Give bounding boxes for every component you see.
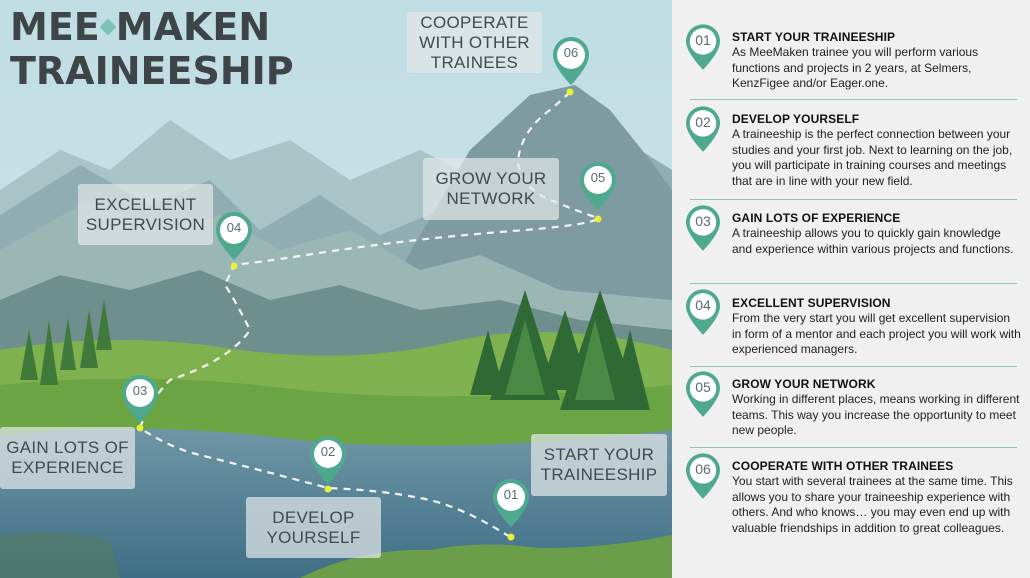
step-title: COOPERATE WITH OTHER TRAINEES [732,459,954,473]
step-title: EXCELLENT SUPERVISION [732,296,891,310]
divider [690,283,1017,284]
pin-number: 01 [503,487,519,502]
diamond-icon [99,18,117,36]
step-number: 06 [695,461,711,477]
step-text: From the very start you will get excelle… [732,311,1021,357]
step-text: A traineeship is the perfect connection … [732,127,1013,188]
step-title: GAIN LOTS OF EXPERIENCE [732,211,901,225]
map-pin-icon: 06 [686,453,720,501]
map-pin-01: 01 [496,481,526,523]
pin-number: 05 [590,170,606,185]
steps-panel: 01 START YOUR TRAINEESHIP As MeeMaken tr… [672,0,1030,578]
pin-number: 04 [226,220,242,235]
step-text: As MeeMaken trainee you will perform var… [732,45,979,91]
map-label-develop: DEVELOP YOURSELF [246,497,381,558]
brand-logo: MEE MAKEN TRAINEESHIP [10,8,294,90]
map-label-supervision: EXCELLENT SUPERVISION [78,184,213,245]
step-number: 05 [695,379,711,395]
map-pin-icon: 04 [686,289,720,337]
step-title: START YOUR TRAINEESHIP [732,30,896,44]
divider [690,99,1017,100]
map-pins [122,37,616,527]
divider [690,366,1017,367]
map-pin-03: 03 [125,377,155,419]
map-pin-icon: 05 [686,371,720,419]
map-label-cooperate: COOPERATE WITH OTHER TRAINEES [407,12,542,73]
step-number: 03 [695,213,711,229]
step-text: You start with several trainees at the s… [732,474,1013,535]
map-label-start: START YOUR TRAINEESHIP [531,434,667,496]
step-number: 04 [695,297,711,313]
step-title: DEVELOP YOURSELF [732,112,860,126]
brand-text-maken: MAKEN [115,5,271,49]
pin-number: 02 [320,444,336,459]
map-pin-icon: 02 [686,106,720,154]
map-pin-05: 05 [583,164,613,206]
map-pin-06: 06 [556,39,586,81]
map-pin-icon: 03 [686,205,720,253]
pin-number: 06 [563,45,579,60]
map-pin-02: 02 [313,438,343,480]
brand-text-mee: MEE [10,5,100,49]
divider [690,199,1017,200]
step-text: A traineeship allows you to quickly gain… [732,226,1014,256]
pin-number: 03 [132,383,148,398]
divider [690,447,1017,448]
map-pin-04: 04 [219,214,249,256]
map-label-experience: GAIN LOTS OF EXPERIENCE [0,427,135,489]
map-pin-icon: 01 [686,24,720,72]
landscape-scene: 01 02 03 04 05 06 MEE MAKEN TRAINEESHIP S… [0,0,672,578]
step-title: GROW YOUR NETWORK [732,377,876,391]
map-label-network: GROW YOUR NETWORK [423,158,559,220]
step-number: 02 [695,114,711,130]
brand-subtitle: TRAINEESHIP [10,49,294,93]
step-text: Working in different places, means worki… [732,392,1020,438]
step-number: 01 [695,32,711,48]
